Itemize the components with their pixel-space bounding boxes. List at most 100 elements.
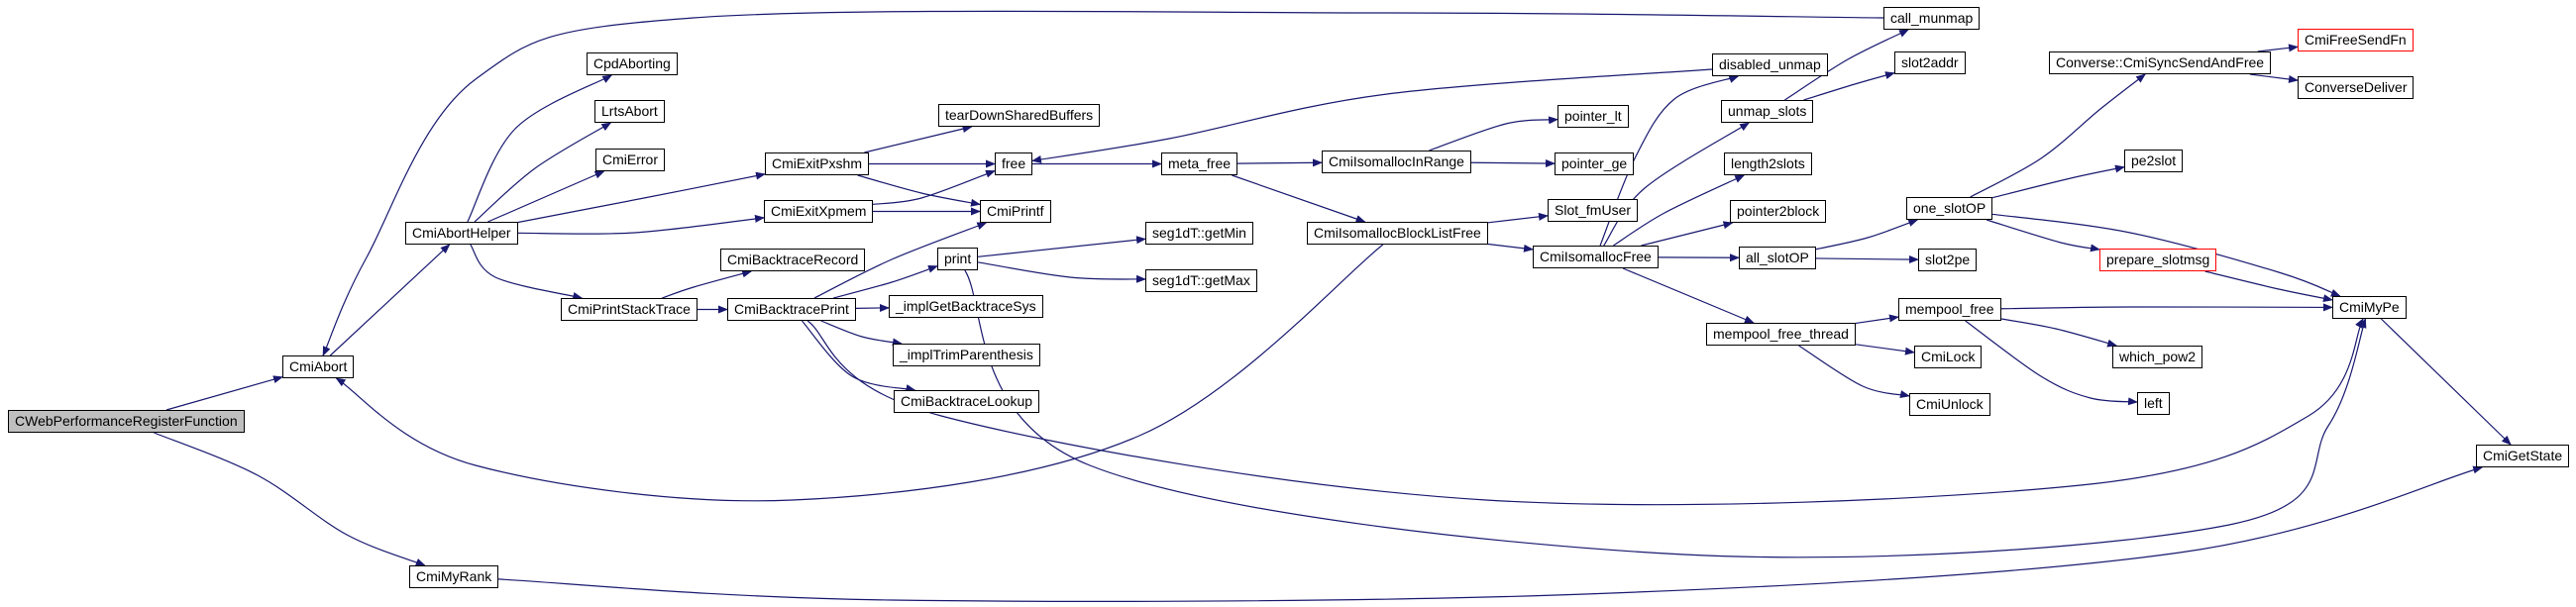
edge-btprint-to-cmimype (806, 318, 2364, 506)
edge-syncsend-to-convdeliver (2249, 73, 2299, 83)
edge-cmiabort-to-helper (329, 244, 451, 356)
edge-metafree-to-blocklistfree (1232, 174, 1366, 223)
node-implget[interactable]: _implGetBacktraceSys (889, 295, 1043, 318)
edge-oneslotop-to-cmimype (1991, 213, 2341, 297)
node-cmierror[interactable]: CmiError (595, 149, 665, 171)
node-cmiunlock[interactable]: CmiUnlock (1909, 393, 1990, 416)
node-slot2addr[interactable]: slot2addr (1894, 51, 1966, 74)
node-cmilock[interactable]: CmiLock (1914, 346, 1983, 368)
edge-inrange-to-pointerge (1470, 159, 1556, 168)
edge-btprint-to-btlookup (801, 320, 916, 392)
edge-mpfthread-to-mpfree (1855, 314, 1899, 325)
node-blocklistfree[interactable]: CmiIsomallocBlockListFree (1307, 222, 1488, 245)
edge-syncsend-to-freesendfn (2257, 44, 2299, 52)
node-cmimyrank[interactable]: CmiMyRank (409, 565, 499, 588)
node-pointerlt[interactable]: pointer_lt (1557, 105, 1629, 128)
node-cmiprintf[interactable]: CmiPrintf (980, 200, 1051, 223)
node-print[interactable]: print (937, 248, 979, 270)
edge-print-to-getmin (977, 236, 1146, 257)
node-convdeliver[interactable]: ConverseDeliver (2298, 76, 2415, 99)
node-inrange[interactable]: CmiIsomallocInRange (1322, 151, 1471, 173)
node-slot2pe[interactable]: slot2pe (1918, 249, 1978, 271)
edge-cweb-to-cmimyrank (154, 432, 426, 566)
node-getstate[interactable]: CmiGetState (2476, 445, 2570, 467)
edge-oneslotop-to-pe2slot (1991, 164, 2125, 199)
node-isofree[interactable]: CmiIsomallocFree (1533, 246, 1659, 268)
node-metafree[interactable]: meta_free (1161, 152, 1238, 175)
edge-exitxpmem-to-free (872, 169, 996, 205)
node-whichpow2[interactable]: which_pow2 (2112, 346, 2203, 368)
edge-helper-to-printstack (470, 244, 584, 300)
edge-blocklistfree-to-isofree (1487, 243, 1534, 253)
edge-helper-to-cmierror (487, 170, 605, 223)
node-allslotop[interactable]: all_slotOP (1739, 247, 1816, 269)
edge-exitpxshm-to-cmiprintf (857, 174, 981, 207)
node-btprint[interactable]: CmiBacktracePrint (727, 298, 856, 321)
node-btrecord[interactable]: CmiBacktraceRecord (720, 249, 866, 271)
edge-btprint-to-implget (855, 303, 890, 312)
node-mpfthread[interactable]: mempool_free_thread (1706, 323, 1856, 346)
edge-oneslotop-to-syncsend (1970, 73, 2146, 198)
edge-isofree-to-pointer2block (1641, 221, 1734, 247)
node-prepslotmsg[interactable]: prepare_slotmsg (2099, 249, 2217, 271)
node-free[interactable]: free (995, 152, 1033, 175)
node-pointer2block[interactable]: pointer2block (1730, 200, 1827, 223)
edge-inrange-to-pointerlt (1429, 116, 1558, 152)
edge-isofree-to-length2slots (1613, 174, 1746, 247)
edge-mpfthread-to-cmiunlock (1798, 345, 1910, 398)
edge-isofree-to-mpfthread (1622, 267, 1755, 324)
node-getmin[interactable]: seg1dT::getMin (1145, 222, 1253, 245)
node-cmimype[interactable]: CmiMyPe (2332, 296, 2407, 319)
edge-btprint-to-print (833, 264, 938, 299)
node-printstack[interactable]: CmiPrintStackTrace (561, 298, 698, 321)
node-lrtsabort[interactable]: LrtsAbort (594, 100, 665, 123)
node-slotfmuser[interactable]: Slot_fmUser (1548, 199, 1639, 222)
edge-unmapslots-to-slot2addr (1803, 71, 1895, 101)
node-left[interactable]: left (2137, 392, 2170, 415)
node-teardown[interactable]: tearDownSharedBuffers (938, 104, 1101, 127)
edge-print-to-getmax (977, 261, 1146, 283)
edge-oneslotop-to-prepslotmsg (1986, 219, 2100, 253)
node-length2slots[interactable]: length2slots (1724, 152, 1812, 175)
edge-btprint-to-impltrim (820, 320, 903, 347)
edge-cweb-to-cmiabort (165, 375, 283, 411)
edge-prepslotmsg-to-cmimype (2204, 270, 2333, 303)
edge-disabledunmap-to-free (1031, 68, 1713, 163)
edge-blocklistfree-to-cmiabort (335, 244, 1384, 502)
edge-cmimyrank-to-getstate (497, 465, 2484, 602)
edge-mpfree-to-whichpow2 (2000, 318, 2118, 348)
edge-helper-to-exitpxshm (517, 171, 766, 224)
node-pointerge[interactable]: pointer_ge (1555, 152, 1635, 175)
edge-mpfthread-to-cmilock (1855, 344, 1915, 355)
edge-helper-to-cpdaborting (467, 74, 613, 223)
node-getmax[interactable]: seg1dT::getMax (1145, 269, 1257, 292)
node-btlookup[interactable]: CmiBacktraceLookup (894, 390, 1040, 413)
node-exitpxshm[interactable]: CmiExitPxshm (765, 152, 870, 175)
node-impltrim[interactable]: _implTrimParenthesis (893, 344, 1040, 366)
node-oneslotop[interactable]: one_slotOP (1906, 197, 1993, 220)
node-mpfree[interactable]: mempool_free (1898, 298, 2001, 321)
edge-btprint-to-cmiprintf (813, 222, 988, 299)
edge-printstack-to-btrecord (662, 269, 753, 299)
node-cpdaborting[interactable]: CpdAborting (587, 52, 678, 75)
edge-mpfree-to-cmimype (2000, 303, 2333, 312)
node-freesendfn[interactable]: CmiFreeSendFn (2298, 29, 2414, 51)
edge-print-to-cmimype (964, 269, 2367, 558)
edge-blocklistfree-to-slotfmuser (1487, 212, 1549, 224)
node-pe2slot[interactable]: pe2slot (2124, 150, 2184, 172)
node-syncsend[interactable]: Converse::CmiSyncSendAndFree (2049, 51, 2272, 74)
edge-allslotop-to-slot2pe (1815, 255, 1919, 264)
node-callmunmap[interactable]: call_munmap (1883, 7, 1981, 30)
node-exitxpmem[interactable]: CmiExitXpmem (764, 200, 874, 223)
node-unmapslots[interactable]: unmap_slots (1721, 100, 1814, 123)
edge-helper-to-exitxpmem (517, 214, 765, 235)
node-cweb[interactable]: CWebPerformanceRegisterFunction (8, 410, 245, 433)
node-helper[interactable]: CmiAbortHelper (405, 222, 518, 245)
node-cmiabort[interactable]: CmiAbort (282, 355, 355, 378)
edge-allslotop-to-oneslotop (1815, 219, 1919, 251)
node-disabledunmap[interactable]: disabled_unmap (1712, 53, 1828, 76)
edge-helper-to-lrtsabort (474, 122, 612, 223)
edge-callmunmap-to-cmiabort (322, 10, 1884, 356)
